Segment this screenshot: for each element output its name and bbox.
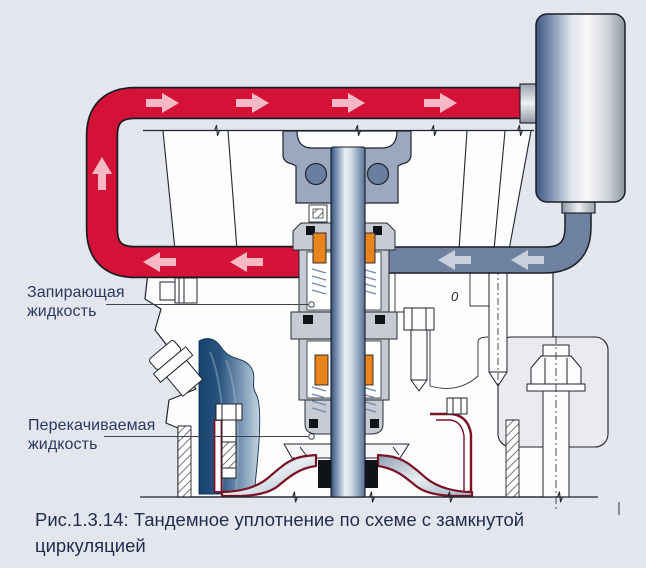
reservoir-tank	[535, 13, 626, 203]
label-pumped-fluid-line1: Перекачиваемая	[28, 417, 156, 434]
drain-plug	[149, 340, 204, 397]
leader-lines	[104, 301, 315, 440]
plug-small-right	[446, 397, 468, 415]
zero-mark: 0	[451, 289, 459, 304]
figure-caption: Рис.1.3.14: Тандемное уплотнение по схем…	[35, 509, 525, 556]
bolt-center	[403, 307, 435, 392]
reservoir	[519, 13, 626, 214]
label-barrier-fluid: Запирающая жидкость	[27, 283, 125, 321]
pump-shaft	[330, 146, 366, 498]
bolt-right	[526, 336, 586, 512]
wear-ring-left	[213, 419, 223, 493]
label-pumped-fluid-line2: жидкость	[28, 436, 98, 453]
bottom-break-line	[140, 491, 620, 515]
label-barrier-fluid-line1: Запирающая	[27, 284, 125, 301]
return-pipe	[370, 198, 592, 274]
bolt-left	[159, 277, 198, 304]
set-screw	[308, 204, 328, 223]
hatched-wall-right	[505, 419, 520, 498]
fasteners	[149, 268, 586, 512]
stud	[488, 268, 508, 388]
bolt-mid	[215, 403, 243, 479]
label-barrier-fluid-line2: жидкость	[27, 303, 97, 320]
barrier-fluid-pipe	[85, 86, 530, 279]
reservoir-inlet-connector	[519, 83, 538, 124]
label-pumped-fluid: Перекачиваемая жидкость	[28, 416, 155, 454]
impeller-vane-left	[220, 453, 318, 498]
